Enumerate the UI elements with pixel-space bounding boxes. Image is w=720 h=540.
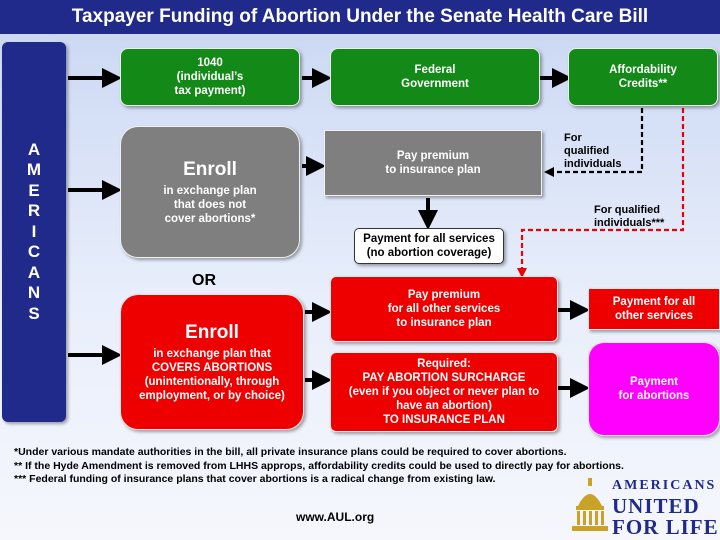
americans-letter: I	[31, 221, 37, 241]
americans-letter: R	[27, 201, 41, 221]
enroll-covers-abortions-title: Enroll	[185, 322, 239, 343]
dashed-credits-to-red-premium	[520, 108, 685, 270]
or-label: OR	[192, 272, 216, 289]
payment-abortions-label: Payment for abortions	[618, 376, 690, 402]
payment-other-services-label: Payment for all other services	[612, 296, 696, 322]
americans-column: A M E R I C A N S	[2, 42, 66, 422]
enroll-no-abortion-box: Enroll in exchange plan that does not co…	[120, 126, 300, 258]
capitol-dome-icon	[572, 478, 608, 531]
for-qualified-label-1: For qualified individuals	[564, 132, 622, 170]
footnote-3: *** Federal funding of insurance plans t…	[14, 473, 496, 485]
tax-payment-box: 1040 (individual’s tax payment)	[120, 48, 300, 106]
for-qualified-label-2: For qualified individuals***	[594, 204, 665, 229]
enroll-no-abortion-title: Enroll	[183, 159, 237, 180]
payment-other-services-box: Payment for all other services	[588, 288, 720, 330]
federal-government-box: Federal Government	[330, 48, 540, 106]
enroll-covers-abortions-text: in exchange plan that COVERS ABORTIONS (…	[139, 348, 285, 402]
dashed-arrowhead-gray-premium	[544, 167, 554, 177]
americans-letter: E	[28, 180, 40, 200]
enroll-no-abortion-text: in exchange plan that does not cover abo…	[163, 185, 257, 225]
federal-government-label: Federal Government	[401, 64, 469, 90]
footnote-2: ** If the Hyde Amendment is removed from…	[14, 459, 624, 472]
americans-letter: C	[27, 242, 41, 262]
website-url[interactable]: www.AUL.org	[296, 510, 375, 524]
enroll-covers-abortions-box: Enroll in exchange plan that COVERS ABOR…	[120, 294, 304, 430]
pay-premium-gray-box: Pay premium to insurance plan	[324, 130, 542, 196]
page-title: Taxpayer Funding of Abortion Under the S…	[0, 0, 720, 34]
tax-payment-label: 1040 (individual’s tax payment)	[174, 57, 246, 97]
americans-letter: A	[27, 139, 41, 159]
abortion-surcharge-label: Required: PAY ABORTION SURCHARGE (even i…	[348, 358, 540, 426]
affordability-credits-box: Affordability Credits**	[568, 48, 718, 106]
americans-letter: S	[28, 303, 40, 323]
payment-abortions-box: Payment for abortions	[588, 342, 720, 436]
footnotes: *Under various mandate authorities in th…	[14, 446, 720, 487]
americans-letter: N	[27, 283, 41, 303]
dashed-arrowhead-red-premium	[517, 268, 527, 278]
payment-no-abortion-label: Payment for all services (no abortion co…	[363, 233, 495, 259]
payment-no-abortion-box: Payment for all services (no abortion co…	[354, 228, 504, 264]
abortion-surcharge-box: Required: PAY ABORTION SURCHARGE (even i…	[330, 352, 558, 432]
pay-premium-red-label: Pay premium for all other services to in…	[387, 289, 501, 329]
logo-line-1: AMERICANS	[612, 478, 717, 493]
americans-letter: A	[27, 262, 41, 282]
pay-premium-gray-label: Pay premium to insurance plan	[385, 150, 481, 176]
affordability-credits-label: Affordability Credits**	[609, 64, 677, 90]
logo-line-2: UNITED	[612, 494, 700, 518]
aul-logo: AMERICANS UNITED FOR LIFE	[568, 474, 720, 540]
pay-premium-red-box: Pay premium for all other services to in…	[330, 276, 558, 342]
footnote-1: *Under various mandate authorities in th…	[14, 446, 567, 458]
dashed-credits-to-gray-premium	[552, 108, 644, 174]
logo-line-3: FOR LIFE	[612, 515, 719, 539]
americans-letter: M	[26, 160, 42, 180]
